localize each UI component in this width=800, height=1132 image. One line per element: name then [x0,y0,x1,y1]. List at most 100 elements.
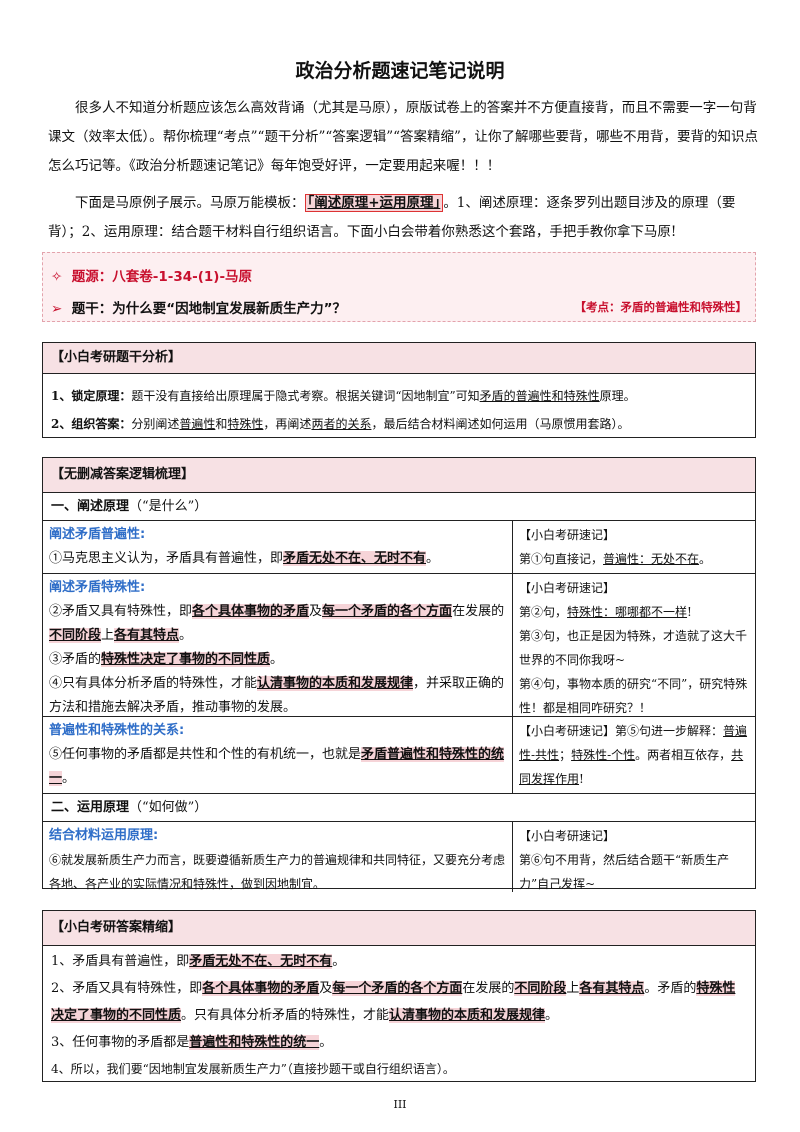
row-text: 和 [215,417,228,431]
summary-line-2: 2、矛盾又具有特殊性，即各个具体事物的矛盾及每一个矛盾的各个方面在发展的不同阶段… [51,975,747,1029]
memo-title: 【小白考研速记】 [519,829,616,843]
block-title: 结合材料运用原理: [49,828,159,843]
highlight: 认清事物的本质和发展规律 [257,676,414,691]
highlight: 矛盾无处不在、无时不有 [189,954,333,969]
analysis-header: 【小白考研题干分析】 [43,343,755,374]
summary-line-4: 4、所以，我们要“因地制宜发展新质生产力”（直接抄题干或自行组织语言）。 [51,1062,455,1076]
analysis-row-2: 2、组织答案：分别阐述普遍性和特殊性，再阐述两者的关系，最后结合材料阐述如何运用… [51,410,747,438]
row-underline: 普遍性 [179,417,216,431]
block-text: ③矛盾的特殊性决定了事物的不同性质。 [49,648,506,672]
highlight: 普遍性和特殊性的统一 [189,1035,320,1050]
question-line: ➢ 题干：为什么要“因地制宜发展新质生产力”？ [51,297,346,317]
text: 。 [62,771,76,786]
memo-text: 第①句直接记，普遍性：无处不在。 [519,547,749,571]
text: 。两者相互依存， [635,748,732,762]
highlight: 各有其特点 [579,981,645,996]
underline: 普遍性-共性 [519,724,748,762]
intro-text: 很多人不知道分析题应该怎么高效背诵（尤其是马原），原版试卷上的答案并不方便直接背… [48,100,758,174]
memo-text: 【小白考研速记】第⑤句进一步解释：普遍性-共性；特殊性-个性。两者相互依存，共同… [519,719,749,791]
text: 3、任何事物的矛盾都是 [51,1035,190,1050]
block-title: 阐述矛盾普遍性: [49,527,146,542]
memo-text: 第③句，也正是因为特殊，才造就了这大千世界的不同你我呀~ [519,629,748,667]
block-text: ②矛盾又具有特殊性，即各个具体事物的矛盾及每一个矛盾的各个方面在发展的不同阶段上… [49,600,506,648]
page-title: 政治分析题速记笔记说明 [295,60,505,82]
underline: 共同发挥作用 [519,748,744,786]
row-text: ，最后结合材料阐述如何运用（马原惯用套路）。 [371,417,630,431]
star-icon: ✧ [51,269,63,285]
row-underline: 特殊性 [227,417,264,431]
row-label: 1、锁定原理： [51,389,132,403]
intro-paragraph-2: 下面是马原例子展示。马原万能模板：「阐述原理+运用原理」。1、阐述原理：逐条罗列… [48,189,760,247]
block-text: ①马克思主义认为，矛盾具有普遍性，即矛盾无处不在、无时不有。 [49,547,506,571]
block-text: ④只有具体分析矛盾的特殊性，才能认清事物的本质和发展规律，并采取正确的方法和措施… [49,672,506,720]
arrow-icon: ➢ [51,301,63,317]
text: 上 [101,628,115,643]
text: 。矛盾的 [644,981,697,996]
text: 及 [309,604,323,619]
intro-text-c: 。1、阐述原理：逐条罗列出题目涉及的原理（要背）；2、运用原理：结合题干材料自行… [48,195,736,240]
text: 及 [319,981,333,996]
text: ⑤任何事物的矛盾都是共性和个性的有机统一，也就是 [49,747,362,762]
highlight: 不同阶段 [49,628,102,643]
memo-text: 第④句，事物本质的研究“不同”，研究特殊性！都是相同咋研究？！ [519,677,748,715]
underline: 特殊性：哪哪都不一样 [567,605,688,619]
text: 2、矛盾又具有特殊性，即 [51,981,203,996]
text: ； [559,748,572,762]
memo-text: 第②句，特殊性：哪哪都不一样! [519,600,749,624]
block-application: 结合材料运用原理: ⑥就发展新质生产力而言，既要遵循新质生产力的普遍规律和共同特… [43,822,755,892]
highlight: 各有其特点 [114,628,180,643]
text: 在发展的 [462,981,515,996]
highlight: 特殊性决定了事物的不同性质 [101,652,271,667]
text: 。只有具体分析矛盾的特殊性，才能 [181,1008,390,1023]
summary-line-1: 1、矛盾具有普遍性，即矛盾无处不在、无时不有。 [51,948,747,975]
logic-header: 【无删减答案逻辑梳理】 [43,458,755,493]
text: ! [687,605,692,619]
block-particularity: 阐述矛盾特殊性: ②矛盾又具有特殊性，即各个具体事物的矛盾及每一个矛盾的各个方面… [43,574,755,717]
intro-text-a: 下面是马原例子展示。马原万能模板： [75,195,305,211]
text: 。 [319,1035,333,1050]
intro-paragraph-1: 很多人不知道分析题应该怎么高效背诵（尤其是马原），原版试卷上的答案并不方便直接背… [48,94,760,181]
block-text: ⑤任何事物的矛盾都是共性和个性的有机统一，也就是矛盾普遍性和特殊性的统一。 [49,743,506,791]
section-1-note: （“是什么”） [129,499,208,514]
highlight: 各个具体事物的矛盾 [192,604,310,619]
section-1-row: 一、阐述原理（“是什么”） [43,493,755,521]
text: 第①句直接记， [519,552,604,566]
section-2-row: 二、运用原理（“如何做”） [43,794,755,822]
summary-body: 1、矛盾具有普遍性，即矛盾无处不在、无时不有。 2、矛盾又具有特殊性，即各个具体… [43,946,755,1085]
highlight: 每一个矛盾的各个方面 [332,981,463,996]
analysis-box: 【小白考研题干分析】 1、锁定原理：题干没有直接给出原理属于隐式考察。根据关键词… [42,342,756,438]
summary-line-3: 3、任何事物的矛盾都是普遍性和特殊性的统一。 [51,1029,747,1056]
text: 第②句， [519,605,568,619]
source-label: 题源：八套卷-1-34-(1)-马原 [71,269,253,285]
page-number: III [393,1098,407,1111]
row-text: ，再阐述 [263,417,312,431]
memo-title: 【小白考研速记】 [519,528,616,542]
row-underline: 两者的关系 [311,417,372,431]
text: 在发展的 [452,604,505,619]
text: 。 [545,1008,559,1023]
text: 。 [332,954,346,969]
text: 【小白考研速记】第⑤句进一步解释： [519,724,724,738]
section-2-note: （“如何做”） [129,800,208,815]
text: ，并采取正确的方法和措施去解决矛盾，推动事物的发展。 [49,676,505,715]
row-text: 题干没有直接给出原理属于隐式考察。根据关键词“因地制宜”可知 [131,389,480,403]
section-2-title: 二、运用原理 [51,800,130,815]
row-underline: 矛盾的普遍性和特殊性 [479,389,600,403]
underline: 普遍性：无处不在 [603,552,700,566]
row-text: 分别阐述 [131,417,180,431]
highlight: 每一个矛盾的各个方面 [322,604,453,619]
text: ! [579,772,584,786]
exam-point-tag: 【考点：矛盾的普遍性和特殊性】 [574,300,748,314]
memo-title: 【小白考研速记】 [519,581,616,595]
text: 。 [699,552,712,566]
text: 。 [270,652,284,667]
text: ④只有具体分析矛盾的特殊性，才能 [49,676,258,691]
row-text: 原理。 [599,389,636,403]
source-line: ✧ 题源：八套卷-1-34-(1)-马原 [51,265,252,285]
logic-box: 【无删减答案逻辑梳理】 一、阐述原理（“是什么”） 阐述矛盾普遍性: ①马克思主… [42,457,756,892]
block-relationship: 普遍性和特殊性的关系: ⑤任何事物的矛盾都是共性和个性的有机统一，也就是矛盾普遍… [43,717,755,794]
text: 。 [426,551,440,566]
highlight: 各个具体事物的矛盾 [202,981,320,996]
text: ②矛盾又具有特殊性，即 [49,604,193,619]
text: 。 [179,628,193,643]
